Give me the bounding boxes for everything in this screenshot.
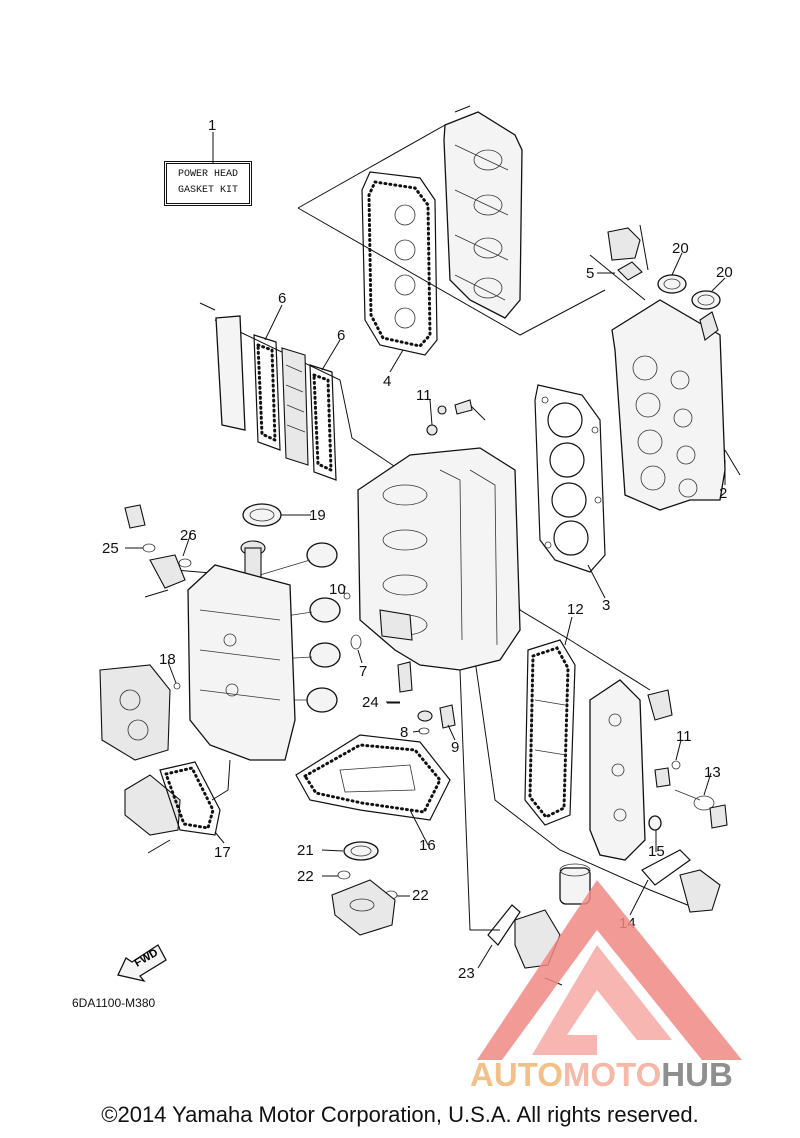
diagram-code: 6DA1100-M380 (72, 996, 156, 1010)
power-head-gasket-kit-label: POWER HEAD GASKET KIT (164, 161, 252, 206)
callout-2: 2 (719, 485, 727, 502)
gasket-12 (524, 639, 576, 826)
plug-11-top (426, 399, 473, 436)
gasket-16 (295, 734, 451, 821)
callout-24: 24 (362, 694, 379, 711)
small-parts (173, 592, 456, 735)
callout-19: 19 (309, 507, 326, 524)
automotohub-wordmark: AUTOMOTOHUB (470, 1056, 733, 1094)
crankcase (99, 564, 296, 761)
callout-20b: 20 (716, 264, 733, 281)
callout-10: 10 (329, 581, 346, 598)
fwd-arrow-icon: FWD (117, 944, 167, 983)
callout-5: 5 (586, 265, 594, 282)
callout-11b: 11 (676, 728, 692, 745)
callout-13: 13 (704, 764, 721, 781)
cylinder-head (611, 299, 726, 511)
fitting-25-26 (124, 504, 192, 598)
kit-label-line1: POWER HEAD (177, 169, 238, 180)
exhaust-cover-set (199, 302, 337, 481)
wordmark-hub: HUB (661, 1056, 733, 1093)
callout-leaders (125, 132, 726, 969)
callout-15: 15 (648, 843, 665, 860)
callout-11a: 11 (416, 387, 432, 404)
wordmark-moto: MOTO (562, 1056, 662, 1093)
callout-7: 7 (359, 663, 367, 680)
callout-12: 12 (567, 601, 584, 618)
callout-22a: 22 (297, 868, 314, 885)
callout-16: 16 (419, 837, 436, 854)
callout-1: 1 (208, 117, 216, 134)
crankshaft-pistons (240, 540, 341, 713)
callout-numbers: 1 2 3 4 5 6 6 7 8 9 10 11 11 12 13 14 15… (102, 117, 733, 982)
side-cover-right (589, 679, 728, 913)
callout-20a: 20 (672, 240, 689, 257)
callout-22b: 22 (412, 887, 429, 904)
cover-17 (124, 761, 221, 854)
callout-23: 23 (458, 965, 475, 982)
callout-26: 26 (180, 527, 197, 544)
cylinder-head-cover (443, 105, 523, 319)
callout-6a: 6 (278, 290, 286, 307)
head-cover-gasket (361, 171, 438, 356)
callout-8: 8 (400, 724, 408, 741)
head-gasket (534, 384, 606, 573)
callout-17: 17 (214, 844, 231, 861)
housing-21-22 (331, 841, 398, 936)
kit-label-line2: GASKET KIT (177, 185, 238, 196)
automotohub-logo (477, 880, 742, 1060)
callout-9: 9 (451, 739, 459, 756)
copyright-notice: ©2014 Yamaha Motor Corporation, U.S.A. A… (101, 1102, 699, 1127)
callout-3: 3 (602, 597, 610, 614)
callout-18: 18 (159, 651, 176, 668)
callout-21: 21 (297, 842, 314, 859)
callout-4: 4 (383, 373, 391, 390)
callout-25: 25 (102, 540, 119, 557)
sensor-parts (607, 224, 721, 310)
oil-seal-19 (242, 503, 282, 527)
callout-6b: 6 (337, 327, 345, 344)
cylinder-block (357, 447, 521, 671)
wordmark-auto: AUTO (470, 1056, 563, 1093)
